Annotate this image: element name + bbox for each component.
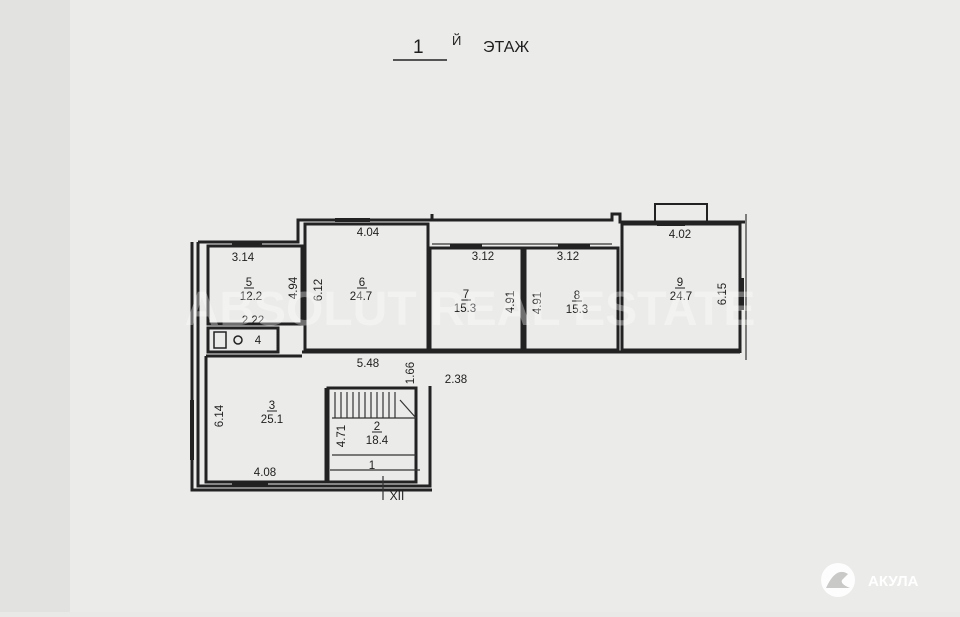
outer-wall-top-right [432,212,745,224]
dim-room5-width: 3.14 [232,252,255,264]
brand-logo: АКУЛА [821,563,919,597]
floor-title: 1 Й ЭТАЖ [393,33,529,61]
room-3-area: 25.1 [261,414,283,426]
room-5-walls [206,244,304,326]
room-3-id: 3 [269,400,275,412]
dim-room8-height: 4.91 [532,292,544,314]
toilet-icon [233,335,243,345]
paper-shadow [0,0,70,612]
room-5-area: 12.2 [240,291,262,303]
windows [190,218,744,486]
room-6-walls [303,222,430,352]
axis-label: XII [390,489,405,503]
dim-room8-width: 3.12 [557,251,579,263]
overlay-watermark: ABSOLUT REAL ESTATE [185,283,756,336]
room-labels: 5 12.2 6 24.7 7 15.3 8 15.3 9 24.7 3 25.… [240,277,692,472]
dim-room6-width: 4.04 [357,227,380,239]
floor-superscript: Й [452,33,461,48]
walls [190,203,747,500]
dim-room9-width: 4.02 [669,229,691,241]
outer-wall-left [196,242,432,488]
room-5-id: 5 [246,277,252,289]
room-9-area: 24.7 [670,291,692,303]
dim-room7-width: 3.12 [472,251,494,263]
dimension-labels: 3.14 4.94 4.04 6.12 3.12 4.91 3.12 4.91 … [214,227,729,479]
dim-room7-height: 4.91 [505,291,517,313]
dim-room5-height: 4.94 [288,276,300,299]
stairs [332,392,417,456]
room-6-id: 6 [359,277,365,289]
dim-corridor-width: 5.48 [357,358,379,370]
room-4-walls [206,326,280,354]
dim-room3-height: 6.14 [214,404,226,427]
room-8-area: 15.3 [566,304,588,316]
room-7-id: 7 [463,289,469,301]
floor-number: 1 [413,37,424,58]
outer-wall-top-left [198,214,434,244]
room-4-id: 4 [255,335,262,347]
dim-room9-height: 6.15 [717,283,729,305]
room-7-area: 15.3 [454,303,476,315]
room-1-id: 1 [369,460,375,472]
floor-word: ЭТАЖ [483,39,529,56]
room-9-id: 9 [677,277,683,289]
room-8-id: 8 [574,290,580,302]
brand-name: АКУЛА [868,573,919,590]
dim-corridor-height: 1.66 [405,362,417,384]
room-6-area: 24.7 [350,291,372,303]
room-2-area: 18.4 [366,435,389,447]
dim-room3-width: 4.08 [254,467,276,479]
dim-corridor2-width: 2.38 [445,374,467,386]
sink [213,331,227,349]
dim-room2-height: 4.71 [336,425,348,447]
room-2-walls [326,386,418,484]
shark-fin-icon [826,571,850,588]
dim-room6-height: 6.12 [313,279,325,301]
outer-wall-left-thin [190,242,432,492]
dim-room4-width: 2.22 [242,315,264,327]
room-2-id: 2 [374,421,380,433]
